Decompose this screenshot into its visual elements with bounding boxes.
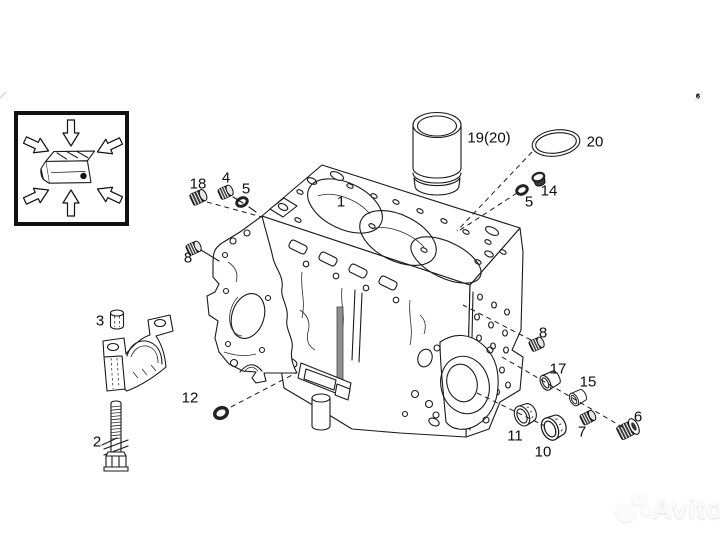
part-bolt — [103, 400, 129, 472]
callout-18: 18 — [190, 176, 207, 193]
cover-plate — [297, 362, 352, 401]
part-seal-ring-left — [235, 196, 249, 208]
callout-5-left: 5 — [242, 181, 250, 198]
scan-artifacts — [0, 91, 703, 102]
block-right-face — [432, 227, 524, 438]
inset-orientation-box — [14, 111, 129, 226]
callout-12: 12 — [182, 390, 199, 407]
part-dowel-bushing — [109, 309, 125, 330]
part-bushing-10 — [540, 414, 567, 441]
callout-3: 3 — [96, 313, 104, 330]
callout-5-right: 5 — [525, 194, 533, 211]
deck-bolt-holes — [294, 177, 507, 265]
rear-bearing-arch — [432, 334, 499, 430]
part-cap-plug — [531, 171, 546, 187]
part-bushing-11 — [513, 403, 537, 427]
block-left-end-plate — [206, 215, 298, 384]
part-cup-15 — [568, 388, 588, 407]
callout-15: 15 — [580, 374, 597, 391]
watermark-logo-circle-small — [641, 506, 651, 516]
watermark-text: Avito — [652, 493, 720, 524]
callout-14: 14 — [541, 183, 558, 200]
callout-6: 6 — [634, 409, 642, 426]
block-front-face — [261, 215, 471, 438]
engine-block-drawing — [206, 164, 524, 438]
watermark-logo-circle-medium — [632, 491, 647, 506]
callout-1: 1 — [337, 194, 345, 211]
watermark: Avito — [608, 488, 720, 530]
block-top-deck — [261, 164, 521, 286]
callout-labels: 1 2 3 4 5 5 6 7 8 8 10 11 12 14 15 17 18… — [93, 130, 642, 461]
part-plug-4 — [217, 184, 234, 200]
callout-7: 7 — [578, 424, 586, 441]
right-face-bolt-holes — [473, 293, 511, 396]
watermark-logo-circle-large — [616, 502, 636, 522]
mini-block — [40, 150, 96, 184]
part-seal-ring-right — [515, 184, 529, 196]
part-plug-18 — [189, 188, 208, 206]
callout-8-right: 8 — [539, 325, 547, 342]
leader-lines — [101, 151, 625, 446]
part-cylinder-liner — [412, 111, 462, 196]
part-main-bearing-cap — [102, 314, 174, 392]
callout-10: 10 — [535, 444, 552, 461]
part-plug-7 — [579, 409, 597, 426]
part-oring — [531, 129, 581, 157]
part-plug-8-right — [528, 336, 545, 352]
callout-17: 17 — [550, 361, 567, 378]
callout-8-left: 8 — [184, 250, 192, 267]
part-cup-17 — [539, 370, 561, 391]
callout-20: 20 — [587, 134, 604, 151]
cylinder-bores — [307, 178, 482, 284]
callout-19-20: 19(20) — [467, 130, 510, 147]
part-seal-12 — [212, 405, 230, 421]
callout-2: 2 — [93, 434, 101, 451]
callout-11: 11 — [507, 428, 523, 445]
part-plug-8-left — [185, 240, 202, 256]
callout-4: 4 — [222, 170, 230, 187]
